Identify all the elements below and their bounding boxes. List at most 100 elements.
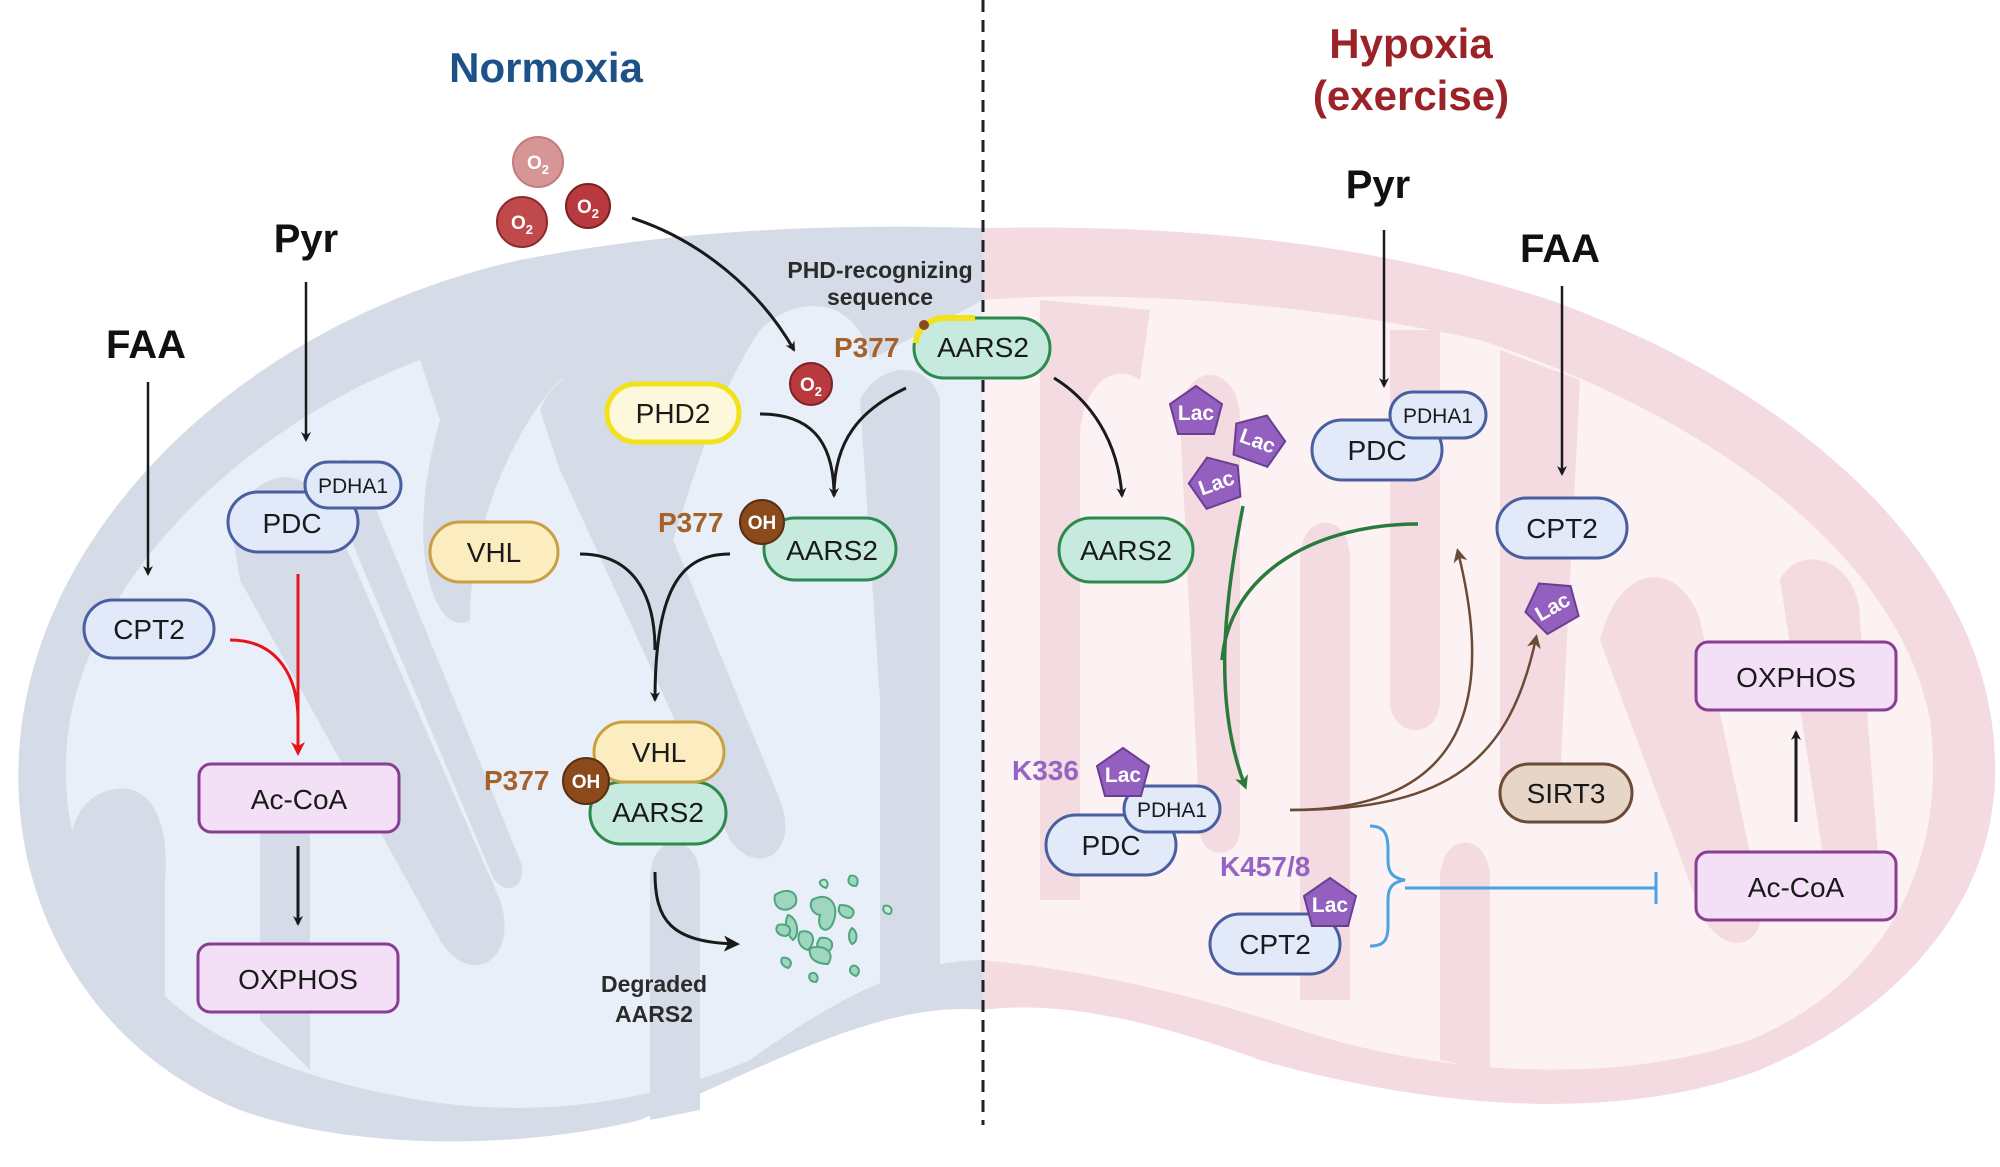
- aars2-label: AARS2: [786, 535, 878, 566]
- hypoxia-title-line1: Hypoxia: [1329, 20, 1493, 67]
- fragment: [848, 926, 858, 946]
- sirt3: SIRT3: [1498, 762, 1634, 824]
- p377-site-dot: [919, 320, 929, 330]
- aars2-label: AARS2: [612, 797, 704, 828]
- faa-label-hypoxia: FAA: [1520, 227, 1600, 271]
- cpt2-lactylated: CPT2 Lac: [1208, 876, 1358, 976]
- svg-text:O2: O2: [527, 153, 549, 177]
- brown-arrow-to-lac: [1289, 634, 1541, 812]
- pyr-label-normoxia: Pyr: [274, 217, 339, 261]
- oxphos-box: [196, 942, 400, 1014]
- cpt2-label: CPT2: [113, 614, 185, 645]
- crista: [1040, 300, 1150, 900]
- phd-recognizing-label-line2: sequence: [827, 284, 933, 310]
- aars2-hydroxylated: AARS2 OH: [739, 499, 898, 582]
- vhl-label: VHL: [467, 537, 521, 568]
- arrow-vhl-merge: [579, 552, 657, 651]
- cpt2-hypoxia-top: CPT2: [1495, 496, 1629, 560]
- pdha1-box: [303, 460, 403, 510]
- phd2-box: [604, 381, 742, 445]
- lac-molecule: Lac: [1302, 876, 1358, 927]
- vhl-label: VHL: [632, 737, 686, 768]
- oh-label: OH: [748, 513, 777, 534]
- aars2-box: [1057, 516, 1195, 584]
- aars2-top: AARS2: [912, 315, 1052, 380]
- pdc-complex-lactylated: PDC PDHA1 Lac: [1044, 746, 1222, 877]
- fragment: [808, 946, 832, 966]
- aars2-hypoxia: AARS2: [1057, 516, 1195, 584]
- oh-group: [562, 757, 610, 805]
- lac-molecule-free: Lac: [1524, 582, 1580, 636]
- crista: [1300, 522, 1350, 1000]
- pdc-complex-normoxia: PDC PDHA1: [226, 460, 403, 554]
- accoa-label: Ac-CoA: [1748, 872, 1845, 903]
- crista: [1390, 330, 1440, 730]
- vhl-box: [428, 520, 560, 584]
- o2-molecule: O2: [512, 136, 564, 188]
- accoa-hypoxia: Ac-CoA: [1694, 850, 1898, 922]
- aars2-label: AARS2: [937, 332, 1029, 363]
- fragment: [808, 972, 819, 984]
- p377-label-hydroxylated: P377: [658, 507, 723, 538]
- vhl-box: [592, 720, 726, 784]
- arrow-phd2-merge: [759, 412, 836, 491]
- pdc-label: PDC: [262, 508, 321, 539]
- oxphos-hypoxia: OXPHOS: [1694, 640, 1898, 712]
- pdc-label: PDC: [1081, 830, 1140, 861]
- pdha1-label: PDHA1: [1137, 799, 1207, 822]
- svg-text:Lac: Lac: [1312, 894, 1349, 917]
- svg-text:O2: O2: [577, 197, 599, 221]
- o2-molecule-bound: O2: [789, 362, 833, 406]
- sirt3-label: SIRT3: [1527, 778, 1606, 809]
- fragment: [848, 964, 860, 978]
- accoa-normoxia: Ac-CoA: [197, 762, 401, 834]
- arrow-aars2-hypoxia: [1053, 376, 1127, 498]
- pdha1-label: PDHA1: [318, 475, 388, 498]
- phd-recognizing-label-line1: PHD-recognizing: [787, 257, 972, 283]
- k336-label: K336: [1012, 755, 1079, 786]
- oxphos-label: OXPHOS: [1736, 662, 1856, 693]
- svg-text:Lac: Lac: [1105, 764, 1142, 787]
- cpt2-normoxia: CPT2: [82, 598, 216, 660]
- p377-label-complex: P377: [484, 765, 549, 796]
- svg-text:O2: O2: [800, 375, 822, 399]
- accoa-box: [197, 762, 401, 834]
- sirt3-box: [1498, 762, 1634, 824]
- aars2-box: [912, 316, 1052, 380]
- cpt2-box: [82, 598, 216, 660]
- pdha1-label: PDHA1: [1403, 405, 1473, 428]
- lac-molecule: Lac: [1168, 384, 1224, 435]
- arrow-aars2oh-merge: [650, 552, 731, 702]
- cpt2-box: [1208, 912, 1342, 976]
- pdc-complex-hypoxia-top: PDC PDHA1: [1310, 390, 1488, 482]
- cpt2-box: [1495, 496, 1629, 560]
- o2-molecule: O2: [496, 196, 548, 248]
- fragment: [837, 903, 855, 920]
- fragment: [818, 878, 829, 890]
- svg-text:Lac: Lac: [1178, 402, 1215, 425]
- pdha1-box: [1122, 784, 1222, 834]
- fragment: [809, 895, 837, 931]
- phd2-label: PHD2: [636, 398, 711, 429]
- accoa-box: [1694, 850, 1898, 922]
- aars2-label: AARS2: [1080, 535, 1172, 566]
- accoa-label: Ac-CoA: [251, 784, 348, 815]
- green-arrow-pdc-cpt2-merge: [1220, 522, 1419, 661]
- red-arrow-cpt2-to-accoa: [229, 638, 300, 721]
- faa-label-normoxia: FAA: [106, 323, 186, 367]
- normoxia-title: Normoxia: [449, 44, 643, 91]
- degraded-aars2-line1: Degraded: [601, 971, 707, 997]
- hypoxia-title-line2: (exercise): [1313, 72, 1509, 119]
- arrow-degradation: [653, 871, 740, 952]
- fragment: [797, 930, 815, 952]
- oh-label: OH: [572, 772, 601, 793]
- crista: [327, 459, 523, 889]
- oh-group: [739, 499, 785, 545]
- fragment: [780, 956, 792, 970]
- fragment: [773, 889, 798, 911]
- vhl: VHL: [428, 520, 560, 584]
- fragment: [882, 904, 893, 916]
- lac-molecule: Lac: [1232, 414, 1287, 469]
- aars2-box: [762, 516, 898, 582]
